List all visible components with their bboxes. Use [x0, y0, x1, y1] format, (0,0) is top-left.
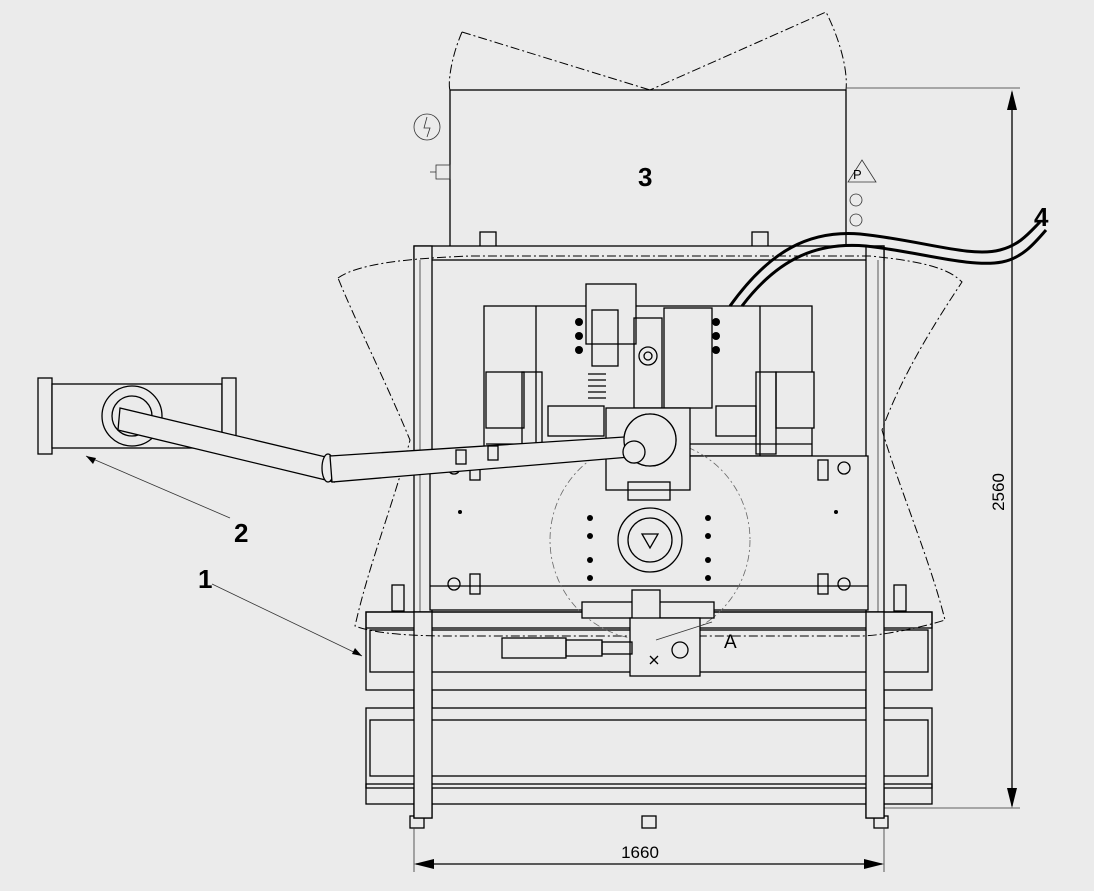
indicator-lamp-2	[849, 213, 863, 227]
indicator-lamp-1	[849, 193, 863, 207]
callout-3: 3	[638, 162, 652, 192]
width-dimension-value: 1660	[621, 843, 659, 862]
feed-arm-assembly	[37, 377, 677, 483]
valve-icon	[435, 164, 451, 180]
hopper-fold-left	[461, 31, 651, 91]
warning-triangle-icon	[847, 159, 877, 183]
slide-plate	[429, 439, 869, 641]
detail-block	[629, 617, 701, 677]
callout-4: 4	[1034, 202, 1049, 232]
safety-symbol-label: P	[853, 167, 862, 182]
detail-a-label: A	[724, 632, 737, 653]
motor-left	[585, 283, 637, 345]
lower-carriage	[501, 589, 715, 677]
hopper-body	[449, 89, 847, 249]
cylinder-body	[501, 637, 567, 659]
hopper-assembly: P	[413, 11, 877, 249]
callout-leaders	[85, 455, 363, 657]
height-dimension: 2560	[989, 90, 1017, 808]
gauge-needle	[423, 116, 431, 138]
mounting-holes	[458, 510, 838, 581]
callout-2: 2	[234, 518, 248, 548]
height-dimension-value: 2560	[989, 473, 1008, 511]
callout-1: 1	[198, 564, 212, 594]
hopper-swing-outline	[448, 11, 847, 91]
width-dimension: 1660	[413, 828, 885, 872]
lower-rail	[365, 707, 933, 789]
gauge-icon	[413, 113, 441, 141]
motor-right	[663, 307, 713, 409]
hose-lines	[728, 220, 1048, 307]
